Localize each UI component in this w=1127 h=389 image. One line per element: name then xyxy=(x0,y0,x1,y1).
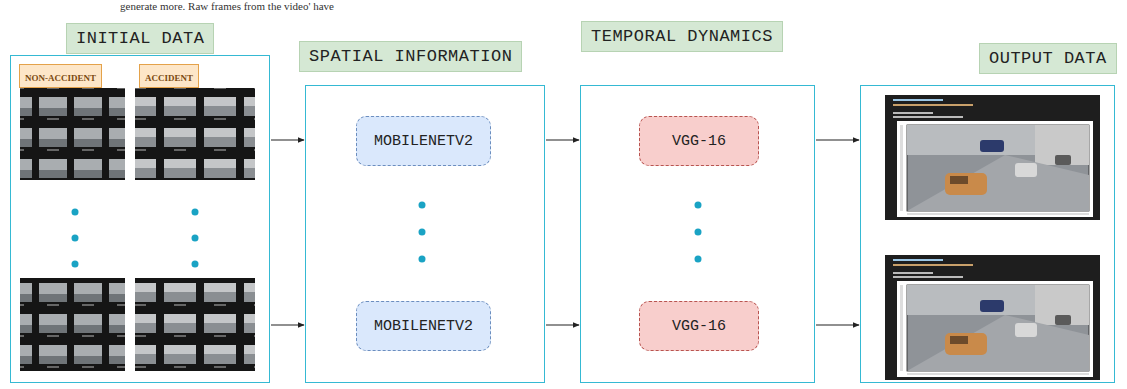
flow-arrow xyxy=(546,139,579,140)
dot xyxy=(695,256,702,263)
image-grid xyxy=(135,278,255,371)
image-grid-tiles xyxy=(20,88,125,180)
model-box: MOBILENETV2 xyxy=(356,301,491,351)
dot xyxy=(419,256,426,263)
ellipsis-dots xyxy=(72,202,702,268)
dot xyxy=(419,229,426,236)
class-tag: NON-ACCIDENT xyxy=(19,64,102,88)
model-name: VGG-16 xyxy=(672,318,726,335)
heading-text: SPATIAL INFORMATION xyxy=(309,47,512,66)
tag-text: ACCIDENT xyxy=(145,73,193,83)
image-grid xyxy=(20,278,125,371)
flow-arrow xyxy=(546,324,579,325)
flow-arrow xyxy=(816,139,859,140)
heading-text: OUTPUT DATA xyxy=(989,49,1107,68)
model-box: VGG-16 xyxy=(639,301,759,351)
stage-heading: TEMPORAL DYNAMICS xyxy=(581,21,783,52)
model-name: MOBILENETV2 xyxy=(374,133,473,150)
image-grid xyxy=(20,88,125,180)
heading-text: INITIAL DATA xyxy=(76,29,204,48)
flow-arrow xyxy=(271,324,304,325)
model-box: MOBILENETV2 xyxy=(356,116,491,166)
stage-panel: OUTPUT DATA xyxy=(860,85,1115,383)
dot xyxy=(72,209,79,216)
dot xyxy=(695,202,702,209)
cropped-caption-text: generate more. Raw frames from the video… xyxy=(120,0,334,12)
heading-text: TEMPORAL DYNAMICS xyxy=(591,27,773,46)
image-grid-tiles xyxy=(20,278,125,371)
output-screenshot xyxy=(885,255,1100,380)
flow-arrow xyxy=(816,324,859,325)
dot xyxy=(419,202,426,209)
class-tag: ACCIDENT xyxy=(139,64,199,88)
model-box: VGG-16 xyxy=(639,116,759,166)
stage-panel: INITIAL DATANON-ACCIDENTACCIDENT xyxy=(10,55,270,383)
dot xyxy=(192,209,199,216)
stage-heading: INITIAL DATA xyxy=(66,23,214,54)
stage-heading: SPATIAL INFORMATION xyxy=(299,41,522,72)
dot xyxy=(192,235,199,242)
stage-panel: SPATIAL INFORMATIONMOBILENETV2MOBILENETV… xyxy=(305,85,545,383)
image-grid-tiles xyxy=(135,88,255,180)
dot xyxy=(695,229,702,236)
model-name: VGG-16 xyxy=(672,133,726,150)
dot xyxy=(72,235,79,242)
image-grid xyxy=(135,88,255,180)
image-grid-tiles xyxy=(135,278,255,371)
dot xyxy=(192,261,199,268)
stage-heading: OUTPUT DATA xyxy=(979,43,1117,74)
tag-text: NON-ACCIDENT xyxy=(25,73,96,83)
stage-panel: TEMPORAL DYNAMICSVGG-16VGG-16 xyxy=(580,85,815,383)
model-name: MOBILENETV2 xyxy=(374,318,473,335)
output-screenshot xyxy=(885,95,1100,220)
flow-arrow xyxy=(271,139,304,140)
dot xyxy=(72,261,79,268)
